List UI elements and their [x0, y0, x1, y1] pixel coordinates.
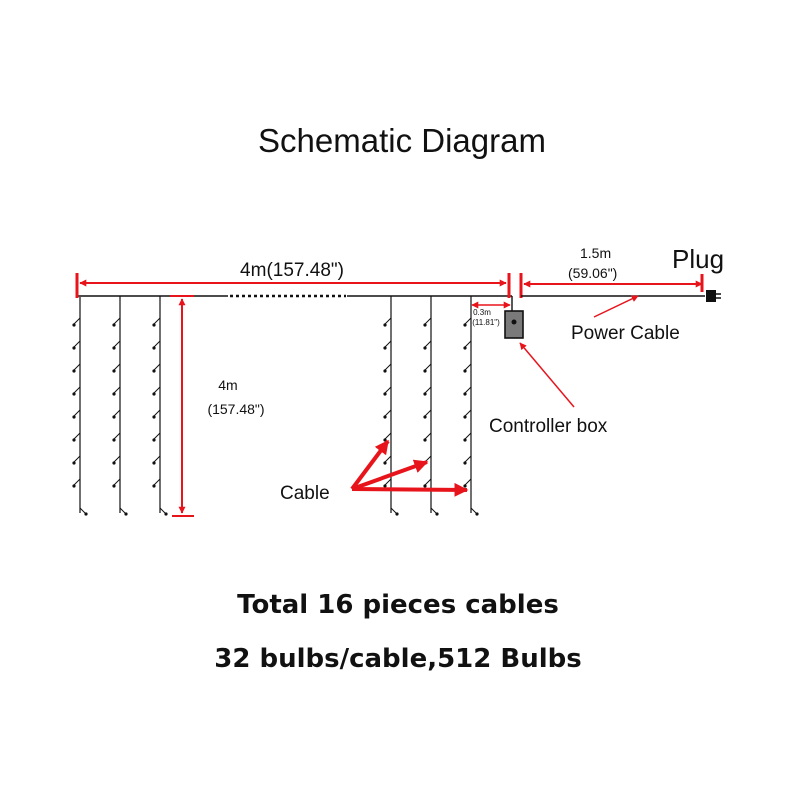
- bulb: [153, 432, 161, 440]
- bulb: [73, 317, 81, 325]
- page-title: Schematic Diagram: [258, 122, 546, 159]
- power-cable-label: Power Cable: [571, 323, 680, 344]
- bulb: [424, 363, 432, 371]
- bulb: [113, 340, 121, 348]
- cable-strand: [152, 296, 168, 516]
- width-dimension: 4m(157.48"): [75, 260, 511, 298]
- bulb: [424, 409, 432, 417]
- bulb: [73, 432, 81, 440]
- bulb: [113, 363, 121, 371]
- cable-label: Cable: [280, 483, 330, 504]
- bulb: [464, 409, 472, 417]
- summary-line-1: Total 16 pieces cables: [237, 590, 559, 620]
- bulb: [424, 386, 432, 394]
- bulb: [73, 340, 81, 348]
- bulb: [424, 317, 432, 325]
- bulb: [153, 409, 161, 417]
- cable-strand: [383, 296, 399, 516]
- cable-arrows: [350, 439, 469, 497]
- bulb: [384, 478, 392, 486]
- bulb: [384, 340, 392, 348]
- height-inches-label: (157.48"): [207, 401, 264, 417]
- bulb: [113, 478, 121, 486]
- bulb: [464, 363, 472, 371]
- bulb: [424, 478, 432, 486]
- bulb: [464, 478, 472, 486]
- power-cable: 1.5m (59.06"): [519, 245, 705, 298]
- bulb: [73, 386, 81, 394]
- height-dimension: 4m (157.48"): [170, 295, 265, 517]
- bulb: [153, 340, 161, 348]
- bulb: [73, 478, 81, 486]
- gap-value-label: 0.3m: [473, 308, 491, 317]
- bulb: [153, 455, 161, 463]
- bulb: [384, 432, 392, 440]
- bulb: [153, 386, 161, 394]
- controller-box-label: Controller box: [489, 416, 608, 437]
- height-value-label: 4m: [218, 377, 237, 393]
- bulb: [384, 386, 392, 394]
- bulb: [384, 363, 392, 371]
- bulb: [464, 340, 472, 348]
- bulb: [113, 455, 121, 463]
- summary-line-2: 32 bulbs/cable,512 Bulbs: [214, 644, 582, 674]
- hanging-cables: [72, 296, 479, 516]
- gap-dimension: 0.3m (11.81"): [471, 301, 511, 327]
- bulb: [424, 340, 432, 348]
- bulb: [73, 363, 81, 371]
- bulb: [113, 317, 121, 325]
- power-inches-label: (59.06"): [568, 265, 617, 281]
- bulb: [424, 432, 432, 440]
- bulb: [153, 317, 161, 325]
- bulb: [153, 363, 161, 371]
- cable-strand: [423, 296, 439, 516]
- bulb: [384, 455, 392, 463]
- bulb: [73, 455, 81, 463]
- bulb: [73, 409, 81, 417]
- width-label: 4m(157.48"): [240, 260, 344, 281]
- cable-strand: [112, 296, 128, 516]
- cable-strand: [72, 297, 88, 516]
- bulb: [464, 386, 472, 394]
- controller-box: [504, 296, 524, 339]
- bulb: [464, 455, 472, 463]
- bulb: [113, 432, 121, 440]
- plug-label: Plug: [672, 244, 724, 274]
- bulb: [464, 432, 472, 440]
- bulb: [113, 386, 121, 394]
- bulb: [384, 409, 392, 417]
- gap-inches-label: (11.81"): [472, 318, 500, 327]
- power-value-label: 1.5m: [580, 245, 611, 261]
- bulb: [464, 317, 472, 325]
- bulb: [153, 478, 161, 486]
- plug-icon: [706, 290, 721, 302]
- cable-strand: [463, 296, 479, 516]
- bulb: [113, 409, 121, 417]
- bulb: [384, 317, 392, 325]
